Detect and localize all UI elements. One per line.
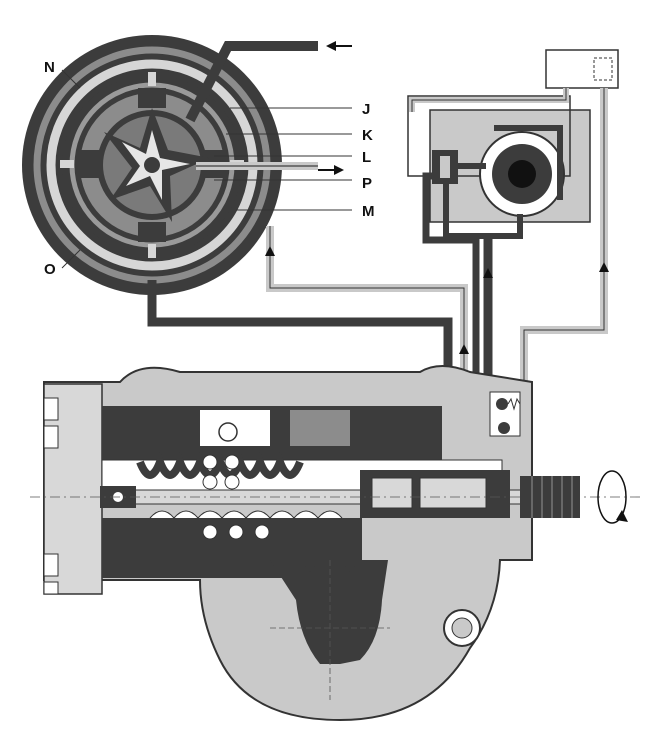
- end-cap-bolt: [43, 397, 59, 421]
- end-cap-bolt: [43, 553, 59, 577]
- reservoir-return-edge: [523, 88, 605, 400]
- valve-notch: [148, 72, 156, 86]
- return-line: [196, 162, 344, 175]
- sector-gear: [270, 560, 388, 664]
- relief-spring: [507, 397, 521, 411]
- valve-notch: [60, 160, 74, 168]
- reservoir: [545, 49, 619, 89]
- label-l: L: [362, 149, 371, 166]
- upper-ball: [218, 422, 238, 442]
- recirculating-ball: [202, 474, 218, 490]
- flow-arrow: [265, 246, 275, 256]
- spline-teeth: [531, 476, 573, 518]
- control-passage: [443, 184, 523, 239]
- worm-thread: [136, 450, 304, 479]
- recirculating-ball: [202, 454, 218, 470]
- end-cap-bolt: [43, 425, 59, 449]
- recirculating-ball: [224, 474, 240, 490]
- valve-sleeve-inner: [371, 477, 413, 509]
- label-n: N: [44, 59, 55, 76]
- valve-sleeve-inner: [419, 477, 487, 509]
- label-k: K: [362, 127, 373, 144]
- reservoir-feed-edge: [411, 88, 567, 112]
- flow-arrow: [483, 268, 493, 278]
- flow-arrow: [599, 262, 609, 272]
- return-arrowhead: [334, 165, 344, 175]
- lower-rack-teeth: [149, 510, 343, 519]
- leader-lines: [61, 69, 352, 269]
- lower-ball: [202, 524, 218, 540]
- label-m: M: [362, 203, 375, 220]
- valve-lobe: [80, 150, 100, 178]
- inlet-arrowhead: [326, 41, 336, 51]
- input-spline: [520, 476, 580, 518]
- end-cap-bolt: [43, 581, 59, 595]
- lower-ball: [228, 524, 244, 540]
- mounting-boss-hole: [451, 617, 473, 639]
- lower-ball: [254, 524, 270, 540]
- control-rotor-hub: [508, 160, 536, 188]
- valve-lobe: [138, 222, 166, 242]
- valve-lobe: [138, 88, 166, 108]
- inlet-line: [185, 41, 352, 123]
- feed-line-2: [422, 172, 480, 462]
- control-passage: [494, 125, 563, 200]
- gear-housing: [30, 365, 640, 722]
- label-j: J: [362, 101, 370, 118]
- rotation-arrowhead: [616, 510, 628, 522]
- rotation-arrow-icon: [597, 470, 627, 524]
- control-valve: [407, 49, 619, 239]
- label-p: P: [362, 175, 372, 192]
- valve-notch: [148, 244, 156, 258]
- check-ball: [498, 422, 510, 434]
- valve-center: [144, 157, 160, 173]
- recirculating-ball: [224, 454, 240, 470]
- label-o: O: [44, 261, 56, 278]
- input-shaft: [520, 470, 628, 524]
- control-slider-slot: [440, 156, 450, 178]
- labels: N J K L P M O: [44, 59, 375, 278]
- upper-rack: [290, 410, 350, 446]
- relief-ball: [496, 398, 508, 410]
- flow-arrow: [459, 344, 469, 354]
- upper-chamber: [102, 406, 442, 460]
